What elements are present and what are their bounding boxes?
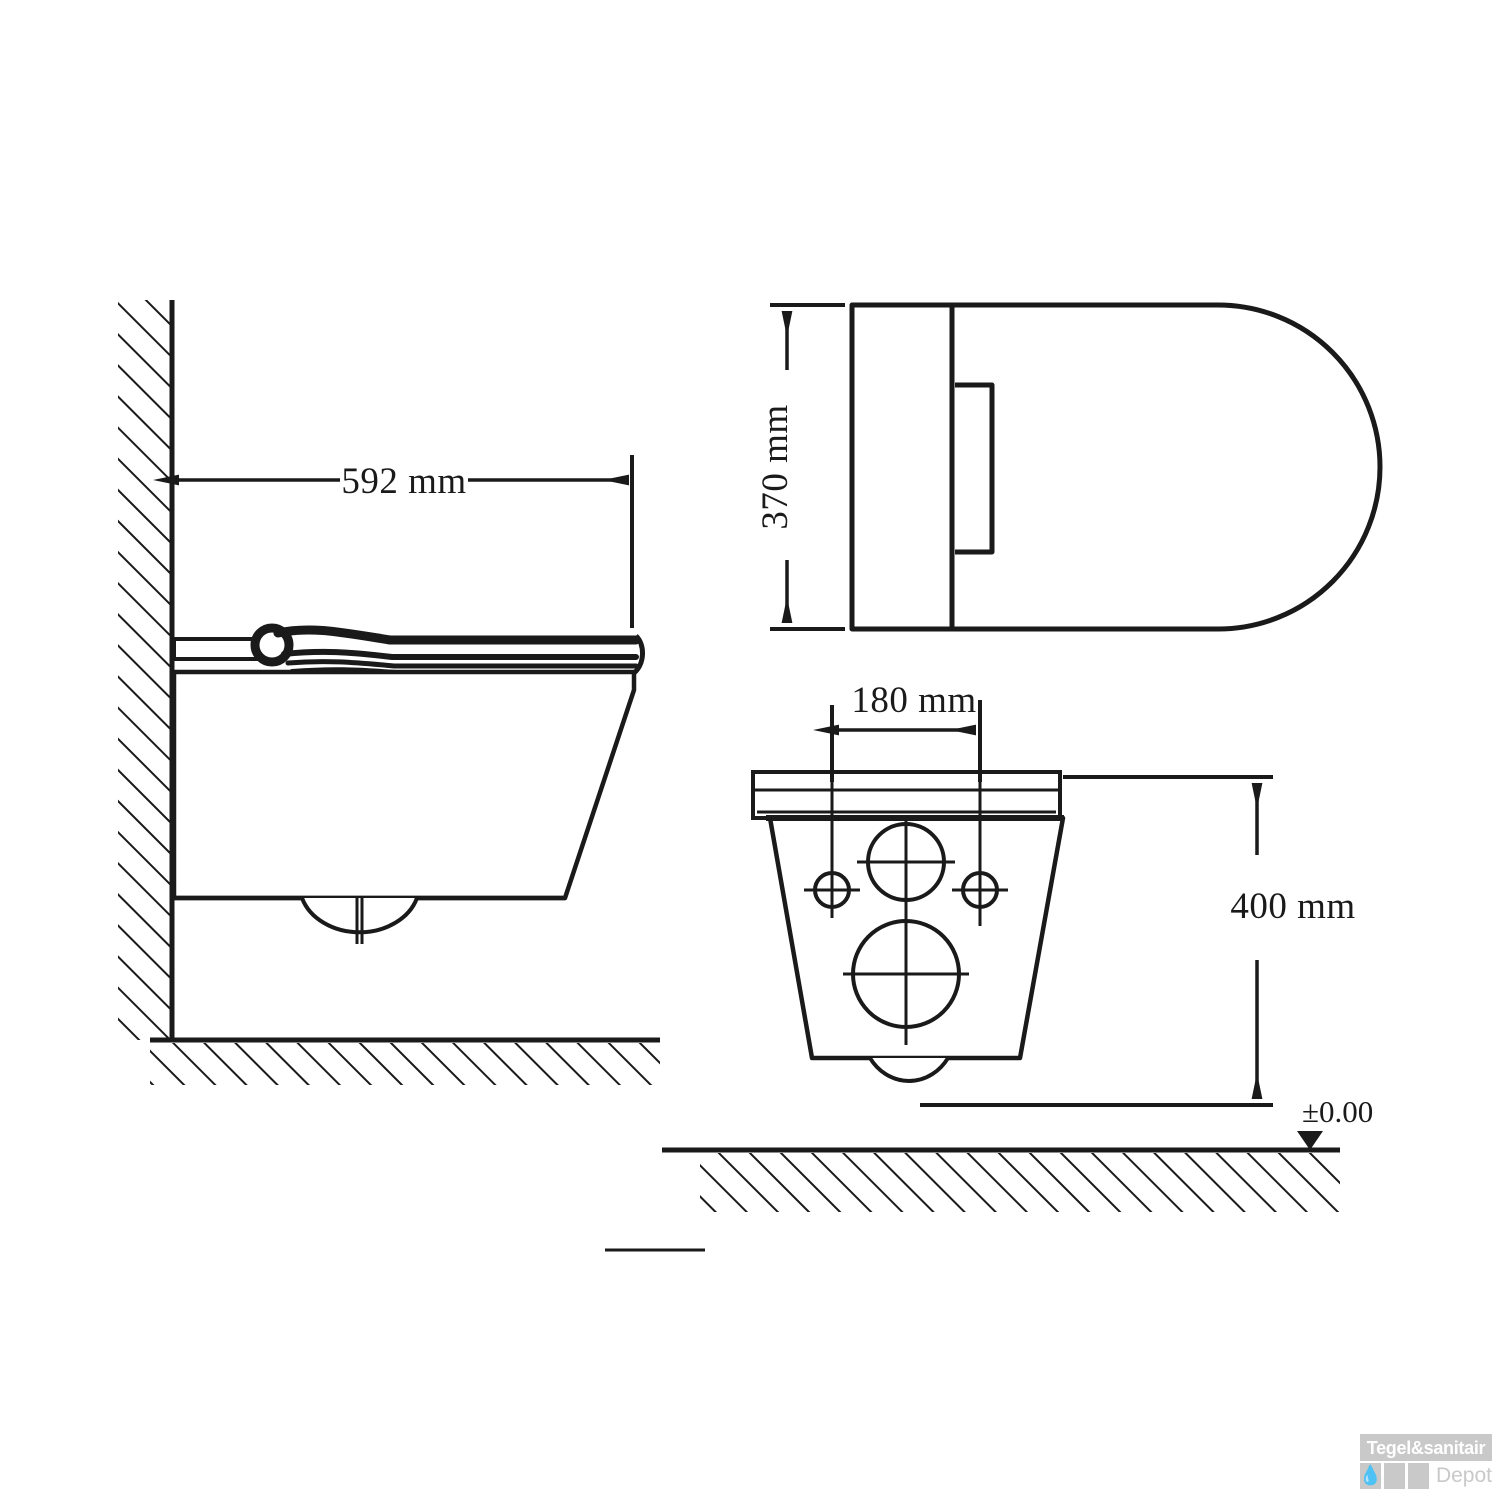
dimension-seat-height-400: 400 mm <box>920 775 1355 1107</box>
dimension-width-370-label: 370 mm <box>755 404 796 529</box>
floor-hatching-front <box>662 1147 1340 1212</box>
brand-depot-label: Depot <box>1435 1464 1492 1487</box>
brand-bar: Tegel&sanitair <box>1360 1434 1492 1461</box>
dimension-width-370: 370 mm <box>755 303 845 631</box>
dimension-depth-592: 592 mm <box>153 455 634 628</box>
brand-tile-2 <box>1383 1463 1405 1489</box>
outlet-trap-side <box>300 897 419 944</box>
brand-tile-3 <box>1407 1463 1429 1489</box>
water-drop-icon: 💧 <box>1358 1464 1383 1487</box>
seat-and-lid-side <box>172 623 645 675</box>
dimension-seat-height-400-label: 400 mm <box>1230 886 1355 927</box>
datum-level-marker: ±0.00 <box>1297 1094 1373 1150</box>
datum-level-label: ±0.00 <box>1302 1094 1373 1129</box>
top-plan-view: 370 mm <box>755 302 1383 632</box>
dimension-depth-592-label: 592 mm <box>341 461 466 502</box>
wall-hatching <box>118 300 175 1042</box>
seat-band-front <box>751 770 1064 821</box>
toilet-bowl-side-profile <box>171 669 637 901</box>
side-elevation-view: 592 mm <box>118 300 660 1085</box>
brand-tile-drop: 💧 <box>1358 1463 1383 1489</box>
dimension-bolt-spacing-180-label: 180 mm <box>851 680 976 721</box>
outlet-front <box>868 1056 950 1083</box>
floor-hatching <box>150 1037 660 1085</box>
front-elevation-view: 180 mm 400 mm ±0.00 <box>662 680 1373 1212</box>
brand-lower-row: 💧 Depot <box>1358 1463 1492 1492</box>
dimension-bolt-spacing-180: 180 mm <box>813 680 982 782</box>
mounting-holes-group <box>804 772 1008 1045</box>
brand-watermark: Tegel&sanitair 💧 Depot <box>1358 1434 1492 1492</box>
brand-bar-label: Tegel&sanitair <box>1366 1437 1486 1458</box>
